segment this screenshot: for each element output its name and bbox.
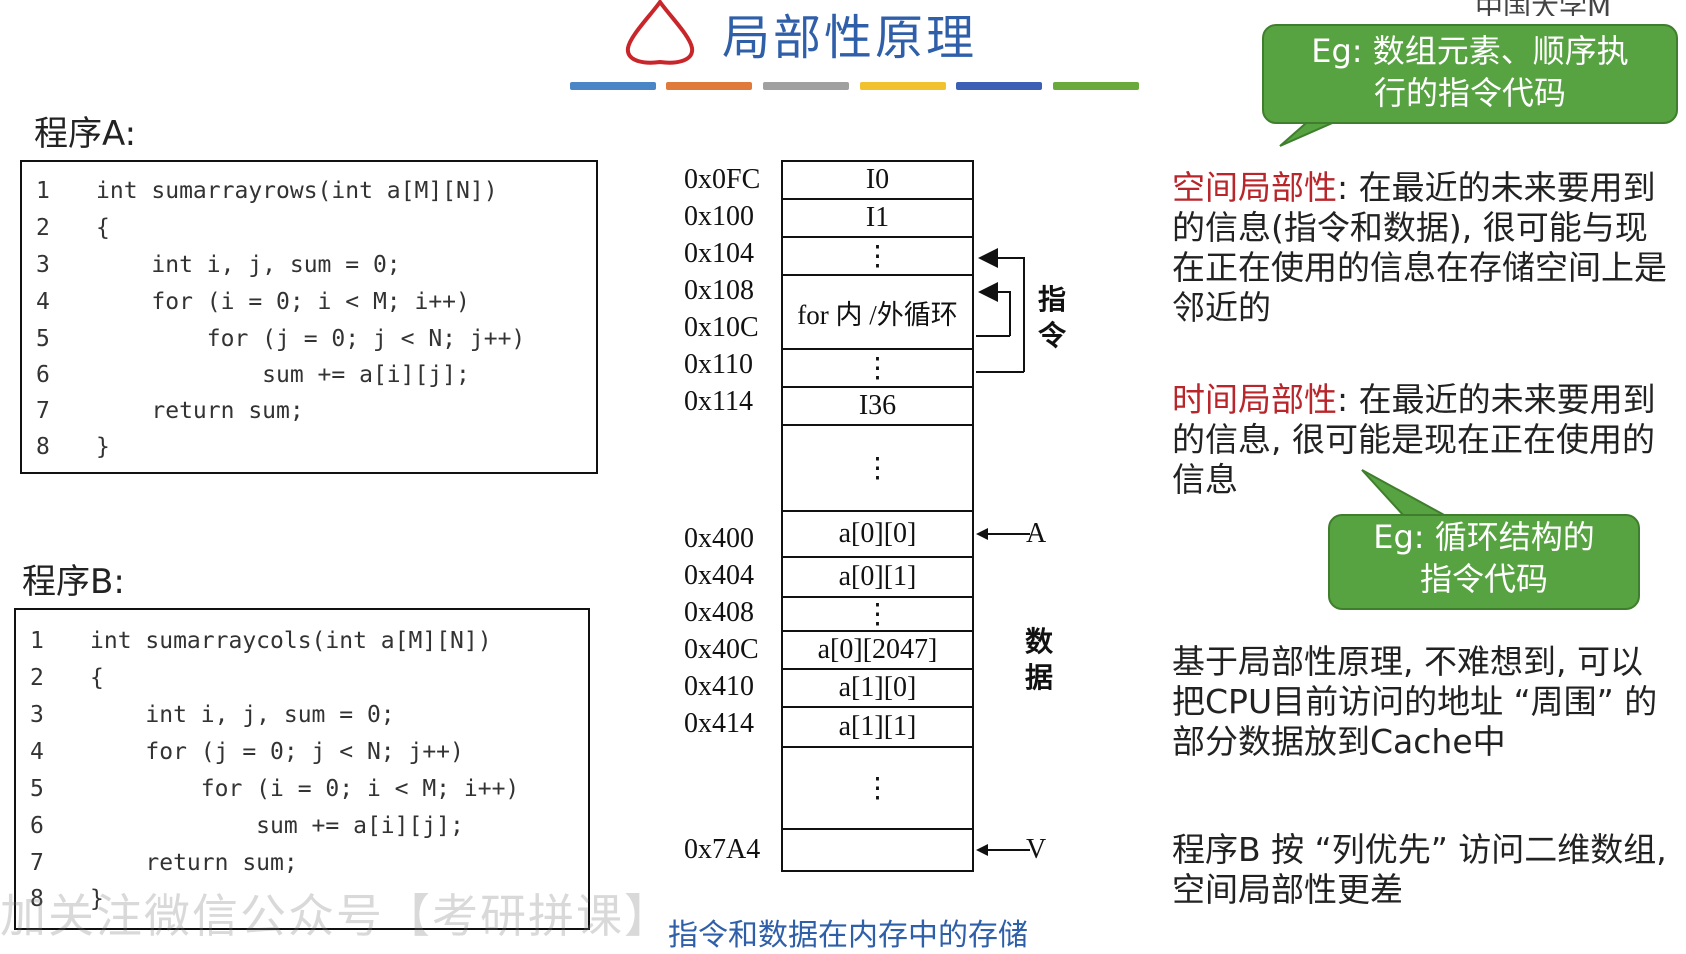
program-b-label: 程序B: (22, 562, 125, 602)
memory-cell: ⋮ (781, 236, 974, 276)
principle-paragraph: 基于局部性原理, 不难想到, 可以把CPU目前访问的地址 “周围” 的部分数据放… (1172, 642, 1658, 761)
memory-address: 0x40C (684, 634, 759, 665)
temporal-locality-term: 时间局部性 (1172, 380, 1337, 419)
watermark: 加关注微信公众号【考研拼课】 (0, 889, 672, 943)
pointer-v-arrow (976, 844, 1030, 856)
memory-address: 0x408 (684, 597, 754, 628)
triangle-icon (625, 0, 695, 65)
memory-address: 0x100 (684, 201, 754, 232)
memory-address: 0x404 (684, 560, 754, 591)
memory-cell (781, 828, 974, 872)
example-bubble-top: Eg: 数组元素、顺序执 行的指令代码 (1262, 24, 1678, 124)
pointer-a-arrow (976, 528, 1030, 540)
memory-cell: ⋮ (781, 596, 974, 632)
page-title: 局部性原理 (722, 10, 978, 66)
title-underline-stripes (570, 82, 1140, 90)
program-a-label: 程序A: (34, 114, 137, 154)
stripe (860, 82, 946, 90)
temporal-locality-paragraph: 时间局部性: 在最近的未来要用到的信息, 很可能是现在正在使用的信息 (1172, 380, 1656, 499)
memory-cell: ⋮ (781, 348, 974, 388)
pointer-a-label: A (1026, 518, 1047, 549)
spatial-locality-paragraph: 空间局部性: 在最近的未来要用到的信息(指令和数据), 很可能与现在正在使用的信… (1172, 168, 1667, 327)
data-label: 数据 (1024, 625, 1053, 694)
memory-cell: a[0][0] (781, 510, 974, 558)
memory-address: 0x410 (684, 671, 754, 702)
memory-address: 0x108 (684, 275, 754, 306)
memory-cell: I0 (781, 160, 974, 200)
memory-cell: a[1][1] (781, 706, 974, 748)
pointer-v-label: V (1026, 834, 1047, 865)
spatial-locality-term: 空间局部性 (1172, 168, 1337, 207)
program-b-conclusion: 程序B 按 “列优先” 访问二维数组, 空间局部性更差 (1172, 830, 1667, 909)
stripe (956, 82, 1042, 90)
memory-address: 0x7A4 (684, 834, 761, 865)
memory-address: 0x400 (684, 523, 754, 554)
stripe (666, 82, 752, 90)
memory-cell: for 内 /外循环 (781, 274, 974, 350)
memory-address: 0x0FC (684, 164, 761, 195)
memory-cell: ⋮ (781, 424, 974, 512)
bubble-mid-tail (1361, 469, 1447, 517)
stripe (1053, 82, 1139, 90)
memory-cell: ⋮ (781, 746, 974, 830)
memory-address: 0x110 (684, 349, 753, 380)
memory-address: 0x104 (684, 238, 754, 269)
memory-cell: a[1][0] (781, 668, 974, 708)
loop-arrows (976, 248, 1025, 373)
stripe (763, 82, 849, 90)
memory-cell: a[0][2047] (781, 630, 974, 670)
memory-cell: a[0][1] (781, 556, 974, 598)
memory-address: 0x414 (684, 708, 754, 739)
example-bubble-middle: Eg: 循环结构的 指令代码 (1328, 514, 1640, 610)
stripe (570, 82, 656, 90)
memory-address: 0x114 (684, 386, 753, 417)
memory-cell: I1 (781, 198, 974, 238)
memory-address: 0x10C (684, 312, 759, 343)
memory-cell: I36 (781, 386, 974, 426)
diagram-caption: 指令和数据在内存中的存储 (668, 918, 1028, 953)
instruction-label: 指令 (1037, 283, 1066, 352)
logo-fragment: 中国大学M (1465, 0, 1686, 16)
